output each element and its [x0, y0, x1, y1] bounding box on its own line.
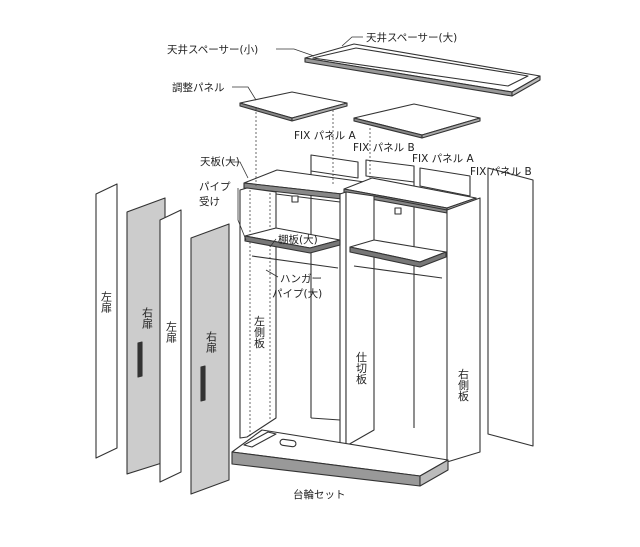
label-pipe-holder-2: 受け	[199, 196, 220, 208]
label-fix-panel-b-2: FIX パネル B	[470, 166, 532, 178]
label-adjustment-panel: 調整パネル	[172, 81, 225, 94]
label-pipe-holder-1: パイプ	[199, 181, 231, 193]
label-left-side-panel: 左側板	[253, 315, 266, 349]
label-fix-panel-a-1: FIX パネル A	[294, 130, 357, 142]
label-right-door-2: 右扉	[205, 330, 218, 354]
label-partition-board: 仕切板	[355, 351, 368, 385]
door-left-2	[159, 209, 182, 483]
label-hanger-pipe-1: ハンガー	[280, 273, 322, 285]
label-right-side-panel: 右側板	[457, 367, 470, 402]
label-left-door-2: 左扉	[165, 321, 178, 344]
label-fix-panel-a-2: FIX パネル A	[412, 153, 475, 165]
ceiling-spacer-large	[304, 43, 541, 97]
cabinet-body	[231, 108, 481, 487]
top-panel-right	[353, 103, 481, 139]
label-fix-panel-b-1: FIX パネル B	[353, 142, 415, 154]
label-ceiling-spacer-small: 天井スペーサー(小)	[167, 43, 258, 56]
adjustment-panel	[239, 91, 348, 122]
door-right-1	[126, 197, 166, 475]
label-ceiling-spacer-large: 天井スペーサー(大)	[366, 31, 457, 44]
door-left-1	[95, 183, 118, 459]
label-right-door-1: 右扉	[141, 306, 154, 330]
label-base-set: 台輪セット	[293, 488, 346, 501]
door-right-2	[190, 223, 230, 495]
label-top-board: 天板(大)	[200, 155, 240, 168]
label-hanger-pipe-2: パイプ(大)	[272, 287, 322, 300]
fix-panels	[310, 154, 534, 447]
label-shelf-board: 棚板(大)	[278, 233, 318, 246]
label-left-door-1: 左扉	[100, 291, 113, 314]
leader-lines	[230, 36, 363, 278]
